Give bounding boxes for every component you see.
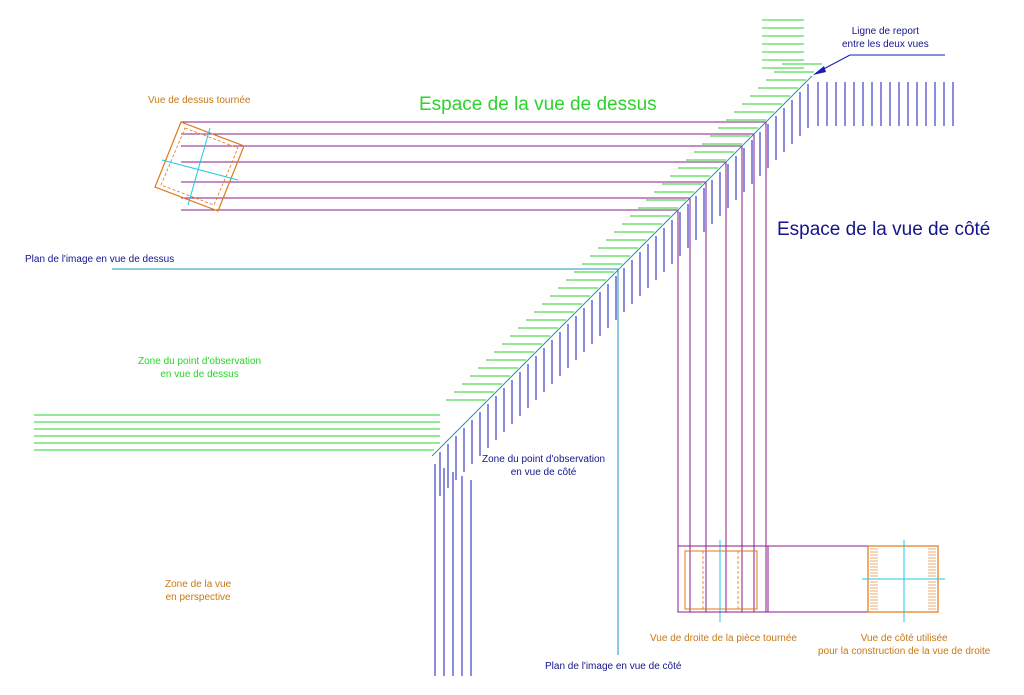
side-view-construction-shape bbox=[677, 540, 945, 622]
label-side-obs-1: Zone du point d'observation bbox=[482, 454, 606, 465]
side-view-space-hatching bbox=[434, 82, 954, 676]
label-perspective-2: en perspective bbox=[165, 591, 231, 603]
label-side-view-space: Espace de la vue de côté bbox=[777, 219, 991, 240]
label-report-line-1: Ligne de report bbox=[851, 26, 919, 37]
projection-lines bbox=[181, 121, 767, 612]
label-perspective-zone: Zone de la vue en perspective bbox=[165, 579, 231, 604]
label-side-used-1: Vue de côté utilisée bbox=[860, 633, 948, 644]
label-rotated-top-view: Vue de dessus tournée bbox=[148, 95, 251, 106]
label-top-obs-1: Zone du point d'observation bbox=[138, 356, 262, 367]
label-report-line: Ligne de report entre les deux vues bbox=[842, 26, 929, 51]
top-view-space-hatching bbox=[34, 19, 822, 451]
label-side-used-2: pour la construction de la vue de droite bbox=[818, 645, 991, 657]
rotated-top-view-shape bbox=[154, 121, 245, 212]
label-right-view-rotated-part: Vue de droite de la pièce tournée bbox=[650, 633, 797, 644]
label-top-obs-2: en vue de dessus bbox=[160, 368, 239, 380]
label-side-view-used: Vue de côté utilisée pour la constructio… bbox=[818, 633, 990, 658]
report-line-diagonal bbox=[431, 75, 813, 457]
label-report-line-2: entre les deux vues bbox=[842, 38, 929, 50]
label-side-view-image-plane: Plan de l'image en vue de côté bbox=[545, 661, 682, 672]
label-perspective-1: Zone de la vue bbox=[165, 579, 232, 590]
arrowhead-icon bbox=[813, 66, 826, 75]
label-top-view-space: Espace de la vue de dessus bbox=[419, 94, 657, 115]
label-top-view-image-plane: Plan de l'image en vue de dessus bbox=[25, 254, 175, 265]
label-side-view-observation-zone: Zone du point d'observation en vue de cô… bbox=[482, 454, 605, 479]
label-side-obs-2: en vue de côté bbox=[510, 466, 577, 478]
label-top-view-observation-zone: Zone du point d'observation en vue de de… bbox=[138, 356, 261, 381]
